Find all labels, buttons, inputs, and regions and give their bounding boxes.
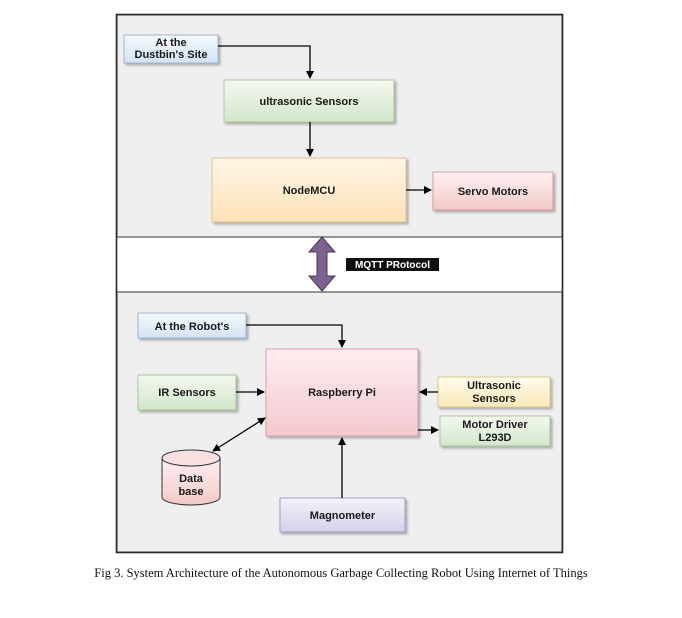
robot-site-label: At the Robot's — [155, 321, 230, 333]
mqtt-double-arrow — [307, 236, 337, 292]
database-cylinder: Data base — [161, 449, 221, 506]
arrow-raspberry-database-bidirectional — [212, 417, 266, 452]
raspberry-pi-box: Raspberry Pi — [265, 348, 419, 437]
ultrasonic-sensors-top-label: ultrasonic Sensors — [259, 96, 358, 108]
mqtt-protocol-label: MQTT PRotocol — [355, 260, 430, 271]
servo-motors-box: Servo Motors — [432, 171, 554, 211]
raspberry-pi-label: Raspberry Pi — [308, 387, 376, 399]
ultrasonic-sensors-bottom-label-line1: Ultrasonic — [467, 380, 521, 392]
magnometer-label: Magnometer — [310, 510, 376, 522]
ir-sensors-box: IR Sensors — [137, 374, 237, 411]
servo-motors-label: Servo Motors — [458, 186, 528, 198]
dustbin-site-box: At the Dustbin's Site — [123, 34, 219, 64]
database-label-line1: Data — [179, 473, 204, 485]
nodemcu-label: NodeMCU — [283, 185, 336, 197]
motor-driver-label-line2: L293D — [478, 432, 511, 444]
magnometer-box: Magnometer — [279, 497, 406, 533]
robot-site-box: At the Robot's — [137, 312, 247, 339]
nodemcu-box: NodeMCU — [211, 157, 407, 223]
motor-driver-label-line1: Motor Driver — [462, 419, 528, 431]
arrow-site-to-ultrasonic — [218, 45, 314, 79]
arrow-robot-to-raspberry — [246, 324, 346, 348]
ir-sensors-label: IR Sensors — [158, 387, 215, 399]
database-label-line2: base — [178, 486, 203, 498]
ultrasonic-sensors-bottom-box: Ultrasonic Sensors — [437, 376, 551, 408]
mqtt-protocol-tag: MQTT PRotocol — [346, 258, 439, 271]
motor-driver-box: Motor Driver L293D — [439, 415, 551, 447]
ultrasonic-sensors-bottom-label-line2: Sensors — [472, 393, 515, 405]
ultrasonic-sensors-top-box: ultrasonic Sensors — [223, 79, 395, 123]
figure-caption: Fig 3. System Architecture of the Autono… — [94, 566, 588, 580]
dustbin-site-label-line2: Dustbin's Site — [135, 49, 208, 61]
dustbin-site-label-line1: At the — [155, 37, 186, 49]
